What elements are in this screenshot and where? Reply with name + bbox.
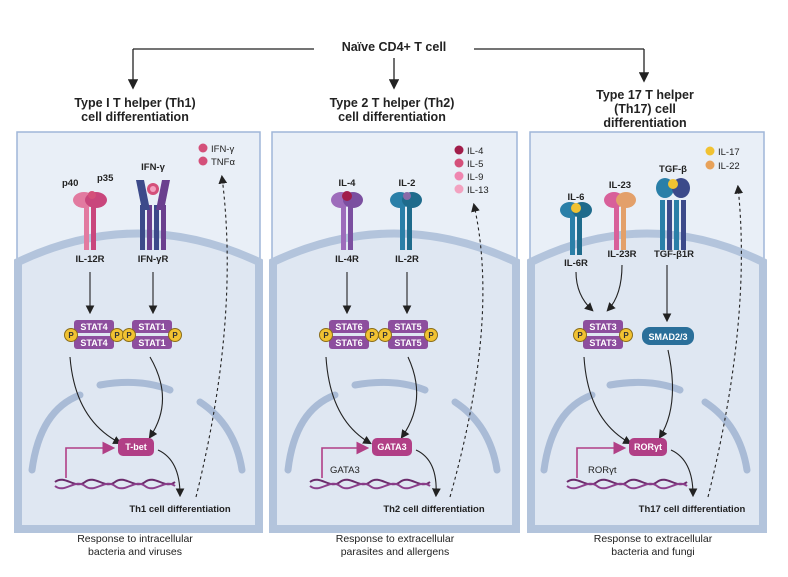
stat3-bottom-label: STAT3 (589, 338, 616, 348)
th2-caption-line2: parasites and allergens (340, 546, 450, 558)
th17-heading-line2: (Th17) cell (614, 102, 676, 116)
smad-label: SMAD2/3 (648, 332, 687, 342)
gata3-factor: GATA3 (372, 438, 412, 456)
ligand-il6-label: IL-6 (568, 192, 585, 203)
receptor-ifngr-label: IFN-γR (138, 254, 169, 265)
il6-receptor (560, 202, 592, 255)
stat6-phospho-left: P (323, 331, 329, 340)
gata3-gene-label: GATA3 (330, 465, 360, 476)
stat3-phospho-left: P (577, 331, 583, 340)
gata3-label: GATA3 (377, 442, 406, 452)
th2-cytokine-legend: IL-4 IL-5 IL-9 IL-13 (454, 145, 489, 196)
stat3-top-label: STAT3 (589, 322, 616, 332)
stat5-phospho-right: P (428, 331, 434, 340)
th17-outcome-label: Th17 cell differentiation (639, 504, 746, 515)
ligand-il23-label: IL-23 (609, 180, 631, 191)
stat1-phospho-right: P (172, 331, 178, 340)
stat6-dimer: STAT6 STAT6 P P (319, 320, 379, 349)
th2-heading-line1: Type 2 T helper (Th2) (329, 96, 455, 110)
th1-cytokine-0: IFN-γ (211, 144, 234, 155)
stat1-bottom-label: STAT1 (138, 338, 165, 348)
receptor-il2r-label: IL-2R (395, 254, 419, 265)
tbet-label: T-bet (125, 442, 147, 452)
stat5-dimer: STAT5 STAT5 P P (378, 320, 438, 349)
stat4-dimer: STAT4 STAT4 P P (64, 320, 124, 349)
receptor-il6r-label: IL-6R (564, 258, 588, 269)
th1-panel: p40 p35 IFN-γ IL-12R IFN-γR STAT4 STAT4 … (14, 131, 263, 533)
th2-outcome-label: Th2 cell differentiation (383, 504, 485, 515)
th2-cytokine-0: IL-4 (467, 146, 483, 157)
ligand-ifng-label: IFN-γ (141, 162, 165, 173)
ifngr-receptor (136, 180, 170, 250)
rorgt-label: RORγt (634, 442, 662, 452)
stat4-phospho-left: P (68, 331, 74, 340)
ligand-p40-label: p40 (62, 178, 78, 189)
stat6-phospho-right: P (369, 331, 375, 340)
th17-heading: Type 17 T helper (Th17) cell differentia… (560, 88, 730, 130)
tgfb-receptor (656, 178, 690, 250)
tbet-factor: T-bet (118, 438, 154, 456)
th1-heading: Type I T helper (Th1) cell differentiati… (40, 96, 230, 124)
th17-cytokine-legend: IL-17 IL-22 (705, 146, 740, 172)
il12-receptor (73, 191, 107, 250)
stat5-bottom-label: STAT5 (394, 338, 421, 348)
th1-heading-line2: cell differentiation (81, 110, 189, 124)
ligand-p35-label: p35 (97, 173, 114, 184)
th1-cytokine-1: TNFα (211, 157, 235, 168)
th2-heading-line2: cell differentiation (338, 110, 446, 124)
receptor-il12r-label: IL-12R (75, 254, 104, 265)
th2-caption: Response to extracellular parasites and … (290, 533, 500, 559)
stat6-top-label: STAT6 (335, 322, 362, 332)
rorgt-gene-label: RORγt (588, 465, 617, 476)
th2-caption-line1: Response to extracellular (335, 533, 455, 545)
root-connectors (127, 48, 650, 90)
stat1-phospho-left: P (126, 331, 132, 340)
ligand-il4-label: IL-4 (339, 178, 357, 189)
root-node-label: Naïve CD4+ T cell (314, 40, 474, 54)
stat4-phospho-right: P (114, 331, 120, 340)
il23-receptor (604, 192, 636, 250)
th2-heading: Type 2 T helper (Th2) cell differentiati… (297, 96, 487, 124)
stat5-top-label: STAT5 (394, 322, 421, 332)
stat5-phospho-left: P (382, 331, 388, 340)
th17-caption: Response to extracellular bacteria and f… (548, 533, 758, 559)
th17-caption-line2: bacteria and fungi (611, 546, 695, 558)
receptor-il23r-label: IL-23R (607, 249, 636, 260)
th1-caption-line1: Response to intracellular (77, 533, 193, 545)
stat3-dimer: STAT3 STAT3 P P (573, 320, 633, 349)
th1-outcome-label: Th1 cell differentiation (129, 504, 231, 515)
stat1-top-label: STAT1 (138, 322, 165, 332)
stat3-phospho-right: P (623, 331, 629, 340)
th17-panel: IL-6 IL-23 TGF-β IL-6R IL-23R TGF-β1R ST… (527, 131, 767, 533)
th1-caption: Response to intracellular bacteria and v… (30, 533, 240, 559)
ligand-tgfb-label: TGF-β (659, 164, 687, 175)
receptor-tgfb1r-label: TGF-β1R (654, 249, 694, 260)
th2-cytokine-3: IL-13 (467, 185, 489, 196)
stat1-dimer: STAT1 STAT1 P P (122, 320, 182, 349)
th17-caption-line1: Response to extracellular (593, 533, 713, 545)
th17-heading-line1: Type 17 T helper (596, 88, 694, 102)
th17-cytokine-1: IL-22 (718, 161, 740, 172)
th1-cytokine-legend: IFN-γ TNFα (198, 143, 235, 168)
smad-complex: SMAD2/3 (642, 327, 694, 345)
receptor-il4r-label: IL-4R (335, 254, 359, 265)
il4-receptor (331, 191, 363, 250)
th2-cytokine-1: IL-5 (467, 159, 483, 170)
stat4-bottom-label: STAT4 (80, 338, 107, 348)
stat6-bottom-label: STAT6 (335, 338, 362, 348)
il2-receptor (390, 192, 422, 250)
rorgt-factor: RORγt (629, 438, 667, 456)
ligand-il2-label: IL-2 (399, 178, 416, 189)
th2-cytokine-2: IL-9 (467, 172, 483, 183)
th17-heading-line3: differentiation (603, 116, 687, 130)
stat4-top-label: STAT4 (80, 322, 107, 332)
th1-caption-line2: bacteria and viruses (88, 546, 182, 558)
th2-panel: IL-4 IL-2 IL-4R IL-2R STAT6 STAT6 P P ST… (269, 131, 520, 533)
th17-cytokine-0: IL-17 (718, 147, 740, 158)
th1-heading-line1: Type I T helper (Th1) (74, 96, 196, 110)
